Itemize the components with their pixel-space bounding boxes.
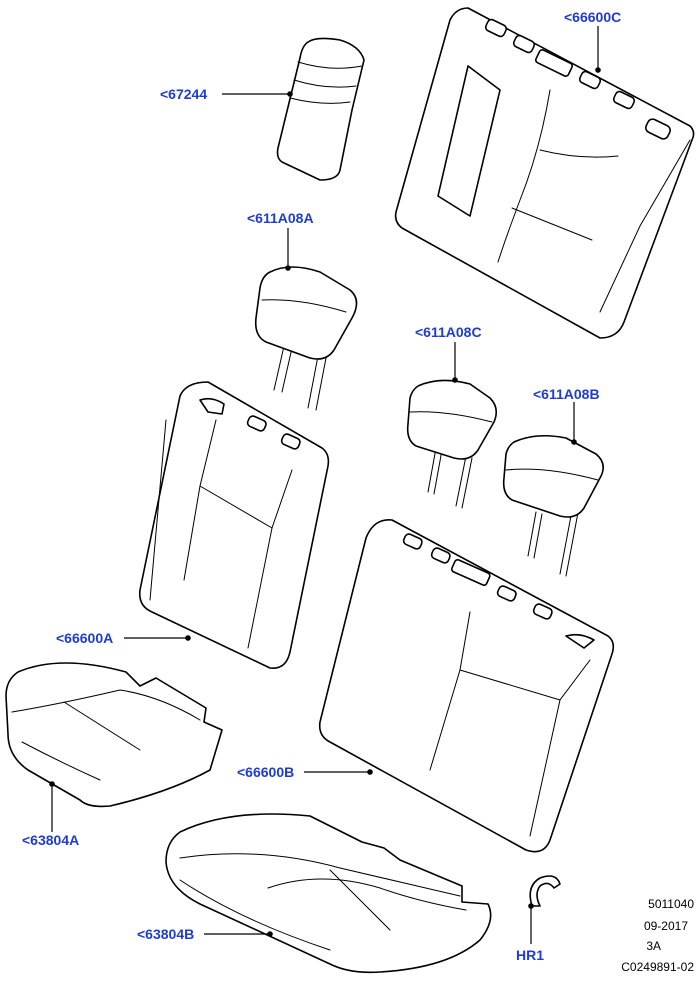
callout-611a08b[interactable]: <611A08B: [533, 386, 600, 402]
backrest-66600b-part[interactable]: [318, 519, 615, 853]
armrest-part[interactable]: [276, 37, 365, 181]
headrest-611a08a-part[interactable]: [254, 266, 358, 411]
callout-63804a[interactable]: <63804A: [22, 832, 79, 848]
backrest-66600c-part[interactable]: [394, 7, 695, 339]
callout-hr1[interactable]: HR1: [516, 947, 544, 963]
callout-66600a[interactable]: <66600A: [56, 630, 113, 646]
cushion-63804b-part[interactable]: [165, 813, 492, 974]
callout-66600c[interactable]: <66600C: [564, 9, 621, 25]
callout-63804b[interactable]: <63804B: [137, 926, 194, 942]
backrest-66600a-part[interactable]: [138, 381, 330, 669]
headrest-611a08b-part[interactable]: [502, 434, 604, 577]
drawing-info-line-3: 3A: [646, 939, 661, 953]
hog-ring-part[interactable]: [529, 875, 561, 907]
drawing-info-line-4: C0249891-02: [621, 960, 694, 974]
drawing-info: 5011040 09-2017 3A C0249891-02: [621, 897, 694, 974]
callout-labels: <67244 <66600C <611A08A <611A08C <611A08…: [22, 9, 621, 963]
headrest-611a08c-part[interactable]: [406, 379, 498, 509]
cushion-63804a-part[interactable]: [5, 662, 223, 808]
drawing-info-line-1: 5011040: [648, 897, 694, 911]
callout-611a08c[interactable]: <611A08C: [415, 324, 482, 340]
callout-67244[interactable]: <67244: [160, 86, 207, 102]
leader-lines: [49, 26, 601, 944]
drawing-info-line-2: 09-2017: [644, 919, 688, 933]
callout-611a08a[interactable]: <611A08A: [247, 210, 314, 226]
callout-66600b[interactable]: <66600B: [237, 764, 294, 780]
